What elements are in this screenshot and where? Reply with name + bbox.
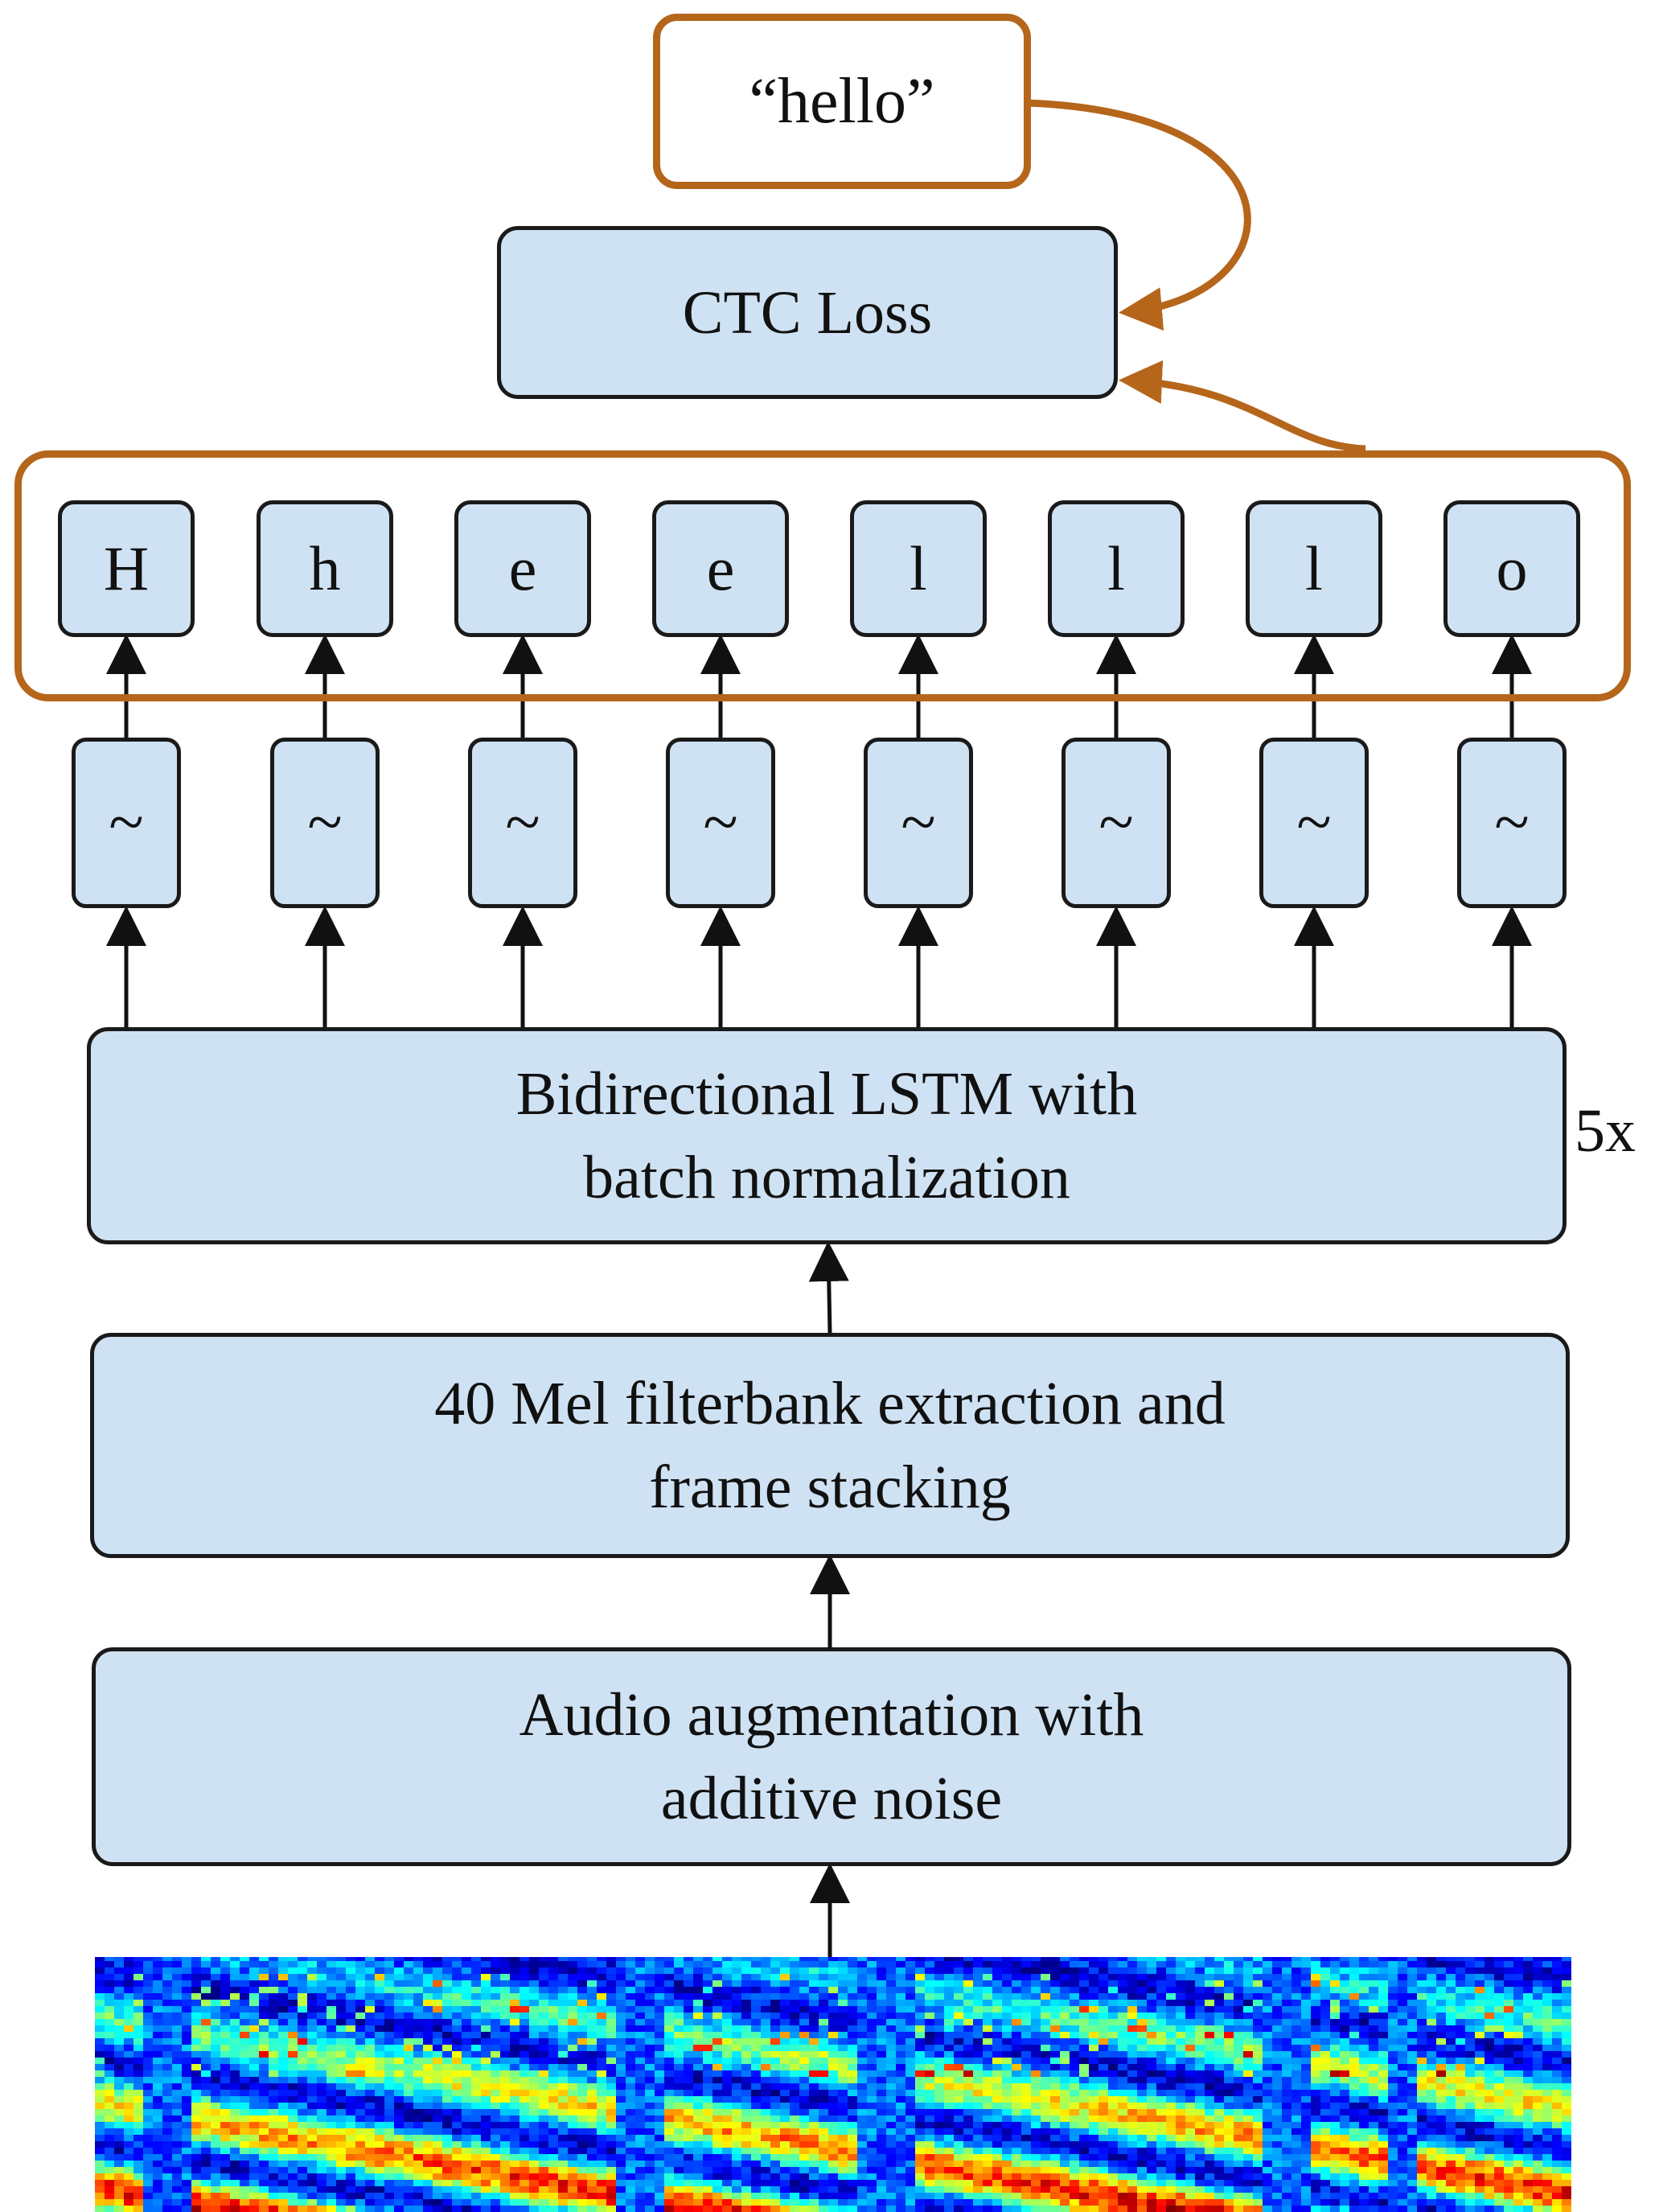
- features-label-line2: frame stacking: [649, 1453, 1011, 1521]
- hidden-state-symbol: ~: [307, 787, 343, 858]
- features-to-lstm-arrow: [808, 1241, 849, 1334]
- output-characters-group: [14, 450, 1631, 701]
- hidden-state-symbol: ~: [901, 787, 936, 858]
- hidden-state-symbol: ~: [1494, 787, 1530, 858]
- output-char-label: h: [309, 533, 341, 603]
- hidden-state-symbol: ~: [505, 787, 540, 858]
- output-char-box: e: [454, 500, 591, 637]
- output-char-label: H: [103, 533, 150, 603]
- target-transcript-box: “hello”: [653, 14, 1031, 189]
- black-arrows: [106, 634, 1532, 1957]
- bidirectional-lstm-box: Bidirectional LSTM with batch normalizat…: [87, 1027, 1567, 1244]
- target-transcript-text: “hello”: [749, 65, 935, 137]
- hidden-state-symbol: ~: [1296, 787, 1332, 858]
- hidden-state-box: ~: [72, 738, 181, 908]
- ctc-loss-box: CTC Loss: [497, 226, 1118, 399]
- output-char-box: e: [652, 500, 789, 637]
- hidden-state-box: ~: [468, 738, 577, 908]
- augment-label-line1: Audio augmentation with: [519, 1681, 1144, 1749]
- lstm-label-line2: batch normalization: [583, 1144, 1070, 1211]
- lstm-repeat-count: 5x: [1575, 1097, 1636, 1165]
- lstm-label-line1: Bidirectional LSTM with: [515, 1060, 1138, 1128]
- output-char-box: H: [58, 500, 195, 637]
- hidden-state-box: ~: [666, 738, 775, 908]
- output-char-label: l: [1107, 533, 1125, 603]
- hidden-state-symbol: ~: [109, 787, 144, 858]
- output-char-box: o: [1443, 500, 1580, 637]
- output-char-label: e: [706, 533, 735, 603]
- hidden-state-symbol: ~: [703, 787, 738, 858]
- audio-augmentation-box: Audio augmentation with additive noise: [92, 1647, 1571, 1866]
- output-char-label: l: [1305, 533, 1323, 603]
- output-char-label: e: [508, 533, 537, 603]
- spectrogram-image: [95, 1957, 1571, 2212]
- output-char-box: l: [1246, 500, 1382, 637]
- target-to-loss-arrow: [1025, 99, 1251, 331]
- hidden-state-box: ~: [864, 738, 973, 908]
- hidden-state-box: ~: [1062, 738, 1171, 908]
- output-char-box: l: [1048, 500, 1185, 637]
- outputs-to-loss-arrow: [1119, 360, 1366, 453]
- ctc-loss-label: CTC Loss: [682, 278, 933, 347]
- augment-label-line2: additive noise: [660, 1765, 1003, 1832]
- hidden-state-box: ~: [1259, 738, 1369, 908]
- output-char-box: h: [257, 500, 393, 637]
- output-char-box: l: [850, 500, 987, 637]
- features-label-line1: 40 Mel filterbank extraction and: [434, 1370, 1226, 1437]
- hidden-state-box: ~: [1457, 738, 1567, 908]
- mel-filterbank-box: 40 Mel filterbank extraction and frame s…: [90, 1333, 1570, 1558]
- output-char-label: o: [1496, 533, 1528, 603]
- hidden-state-symbol: ~: [1098, 787, 1134, 858]
- output-char-label: l: [910, 533, 927, 603]
- hidden-state-box: ~: [270, 738, 380, 908]
